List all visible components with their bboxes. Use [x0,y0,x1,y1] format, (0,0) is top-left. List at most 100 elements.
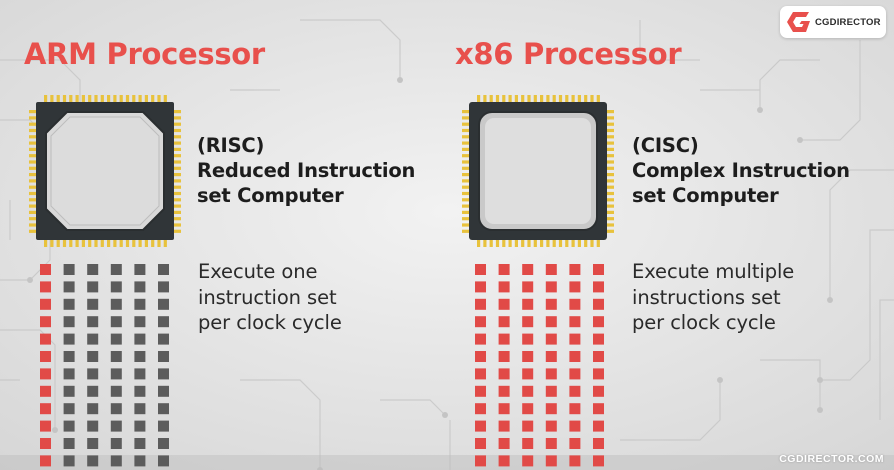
instruction-square [40,281,51,293]
chip-pin [540,240,544,247]
instruction-square [40,264,51,275]
chip-pin [462,154,469,158]
chip-pin [174,147,181,151]
chip-pin [113,240,117,247]
chip-pin [508,240,512,247]
chip-pin [483,240,487,247]
chip-pin [607,223,614,227]
instruction-square [545,333,557,345]
chip-pin [81,240,85,247]
instruction-square [475,403,486,415]
instruction-square [593,420,604,432]
instruction-square [593,455,604,467]
chip-pin [533,95,537,102]
instruction-square [158,455,169,467]
chip-pin [29,166,36,170]
chip-pin [157,240,161,247]
instruction-square [569,438,581,449]
chip-pin [69,95,73,102]
instruction-square [110,333,122,345]
instruction-square [87,420,99,432]
chip-pin [527,95,531,102]
chip-pin [607,141,614,145]
chip-pin [596,95,600,102]
instruction-square [158,298,169,310]
chip-pin [607,229,614,233]
instruction-square [498,403,510,415]
chip-pin [607,116,614,120]
chip-pin [119,95,123,102]
instruction-square [522,420,534,432]
instruction-square [40,333,51,345]
instruction-square [63,368,75,380]
chip-pin [596,240,600,247]
chip-pin [125,95,130,102]
chip-pin [462,185,469,189]
chip-pin [462,135,469,139]
chip-pin [174,210,181,214]
instruction-square [110,264,122,275]
arm-processor-title: ARM Processor [24,37,265,71]
instruction-square [545,298,557,310]
chip-pin [88,240,92,247]
instruction-square [134,333,146,345]
chip-pin [607,166,614,170]
chip-pin [607,217,614,221]
instruction-square [593,298,604,310]
x86-name-line-2: set Computer [632,184,779,207]
x86-type-label: (CISC) [632,134,699,157]
chip-pin [607,179,614,183]
instruction-square [498,455,510,467]
instruction-square [522,281,534,293]
chip-pin [151,95,155,102]
instruction-square [569,316,581,328]
chip-pin [577,240,581,247]
chip-pin [125,240,130,247]
chip-pin [174,191,181,196]
instruction-square [134,298,146,310]
chip-pin [462,223,469,227]
instruction-square [475,368,486,380]
instruction-square [475,281,486,293]
chip-pin [100,95,104,102]
instruction-square [134,455,146,467]
cgdirector-logo[interactable]: CGDIRECTOR [780,6,886,38]
arm-type-label: (RISC) [197,134,265,157]
chip-pin [565,240,569,247]
arm-chip-die-face [50,116,160,226]
chip-pin [462,141,469,145]
instruction-square [134,264,146,275]
arm-chip-pins [29,95,181,247]
instruction-square [63,385,75,397]
arm-exec-line-1: Execute one [198,260,318,283]
instruction-square [522,298,534,310]
arm-name-line-2: set Computer [197,184,344,207]
instruction-square [569,298,581,310]
instruction-square [522,455,534,467]
instruction-square [63,455,75,467]
chip-pin [607,204,614,208]
chip-pin [174,116,181,120]
chip-pin [144,240,148,247]
chip-pin [571,95,575,102]
instruction-square [110,368,122,380]
instruction-square [158,368,169,380]
instruction-square [158,438,169,449]
instruction-square [545,368,557,380]
x86-instruction-grid [475,264,604,467]
instruction-square [110,403,122,415]
instruction-square [63,316,75,328]
instruction-square [87,368,99,380]
chip-pin [174,135,181,139]
chip-pin [462,160,469,164]
chip-pin [29,191,36,196]
chip-pin [607,191,614,196]
chip-pin [607,110,614,114]
chip-pin [477,240,481,247]
chip-pin [477,95,481,102]
chip-pin [29,173,36,177]
instruction-square [87,281,99,293]
chip-pin [533,240,537,247]
chip-pin [29,116,36,120]
chip-pin [552,95,556,102]
